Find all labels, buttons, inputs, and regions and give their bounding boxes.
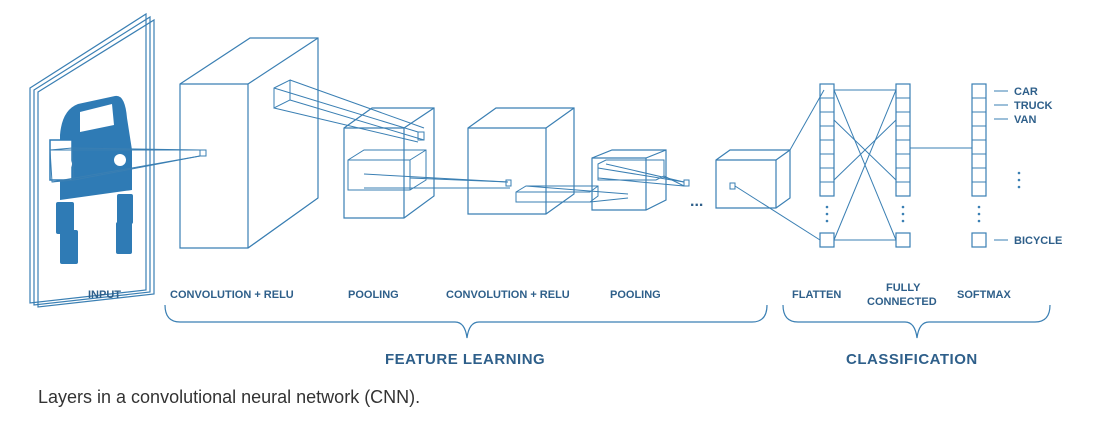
label-input: INPUT: [88, 289, 121, 301]
group-feature-learning: FEATURE LEARNING: [385, 351, 545, 368]
flatten-fc-connections: [833, 89, 897, 241]
conv1-volume: [179, 37, 319, 249]
feature-learning-brace: [164, 304, 768, 339]
label-fully-connected-1: FULLY: [886, 282, 921, 294]
softmax-column: [971, 83, 1021, 248]
input-receptive-field: [49, 147, 201, 183]
cnn-diagram: ...: [29, 12, 1062, 368]
fully-connected-column: [895, 83, 972, 248]
classification-brace: [782, 304, 1051, 339]
group-classification: CLASSIFICATION: [846, 351, 978, 368]
ellipsis-mid: ...: [690, 193, 703, 210]
final-feature-map: [715, 89, 825, 241]
conv2-volume: [467, 107, 629, 215]
output-label-bicycle: BICYCLE: [1014, 235, 1062, 247]
label-fully-connected-2: CONNECTED: [867, 296, 937, 308]
label-conv1: CONVOLUTION + RELU: [170, 289, 294, 301]
pool2-volume: [591, 149, 690, 211]
input-image: [29, 12, 155, 308]
label-softmax: SOFTMAX: [957, 289, 1011, 301]
output-label-van: VAN: [1014, 114, 1036, 126]
label-pool2: POOLING: [610, 289, 661, 301]
output-label-truck: TRUCK: [1014, 100, 1053, 112]
figure-caption: Layers in a convolutional neural network…: [38, 387, 421, 407]
label-flatten: FLATTEN: [792, 289, 841, 301]
label-pool1: POOLING: [348, 289, 399, 301]
label-conv2: CONVOLUTION + RELU: [446, 289, 570, 301]
output-label-car: CAR: [1014, 86, 1038, 98]
pool1-volume: [343, 107, 510, 219]
flatten-column: [819, 83, 835, 248]
conv1-receptive-field: [273, 79, 425, 143]
